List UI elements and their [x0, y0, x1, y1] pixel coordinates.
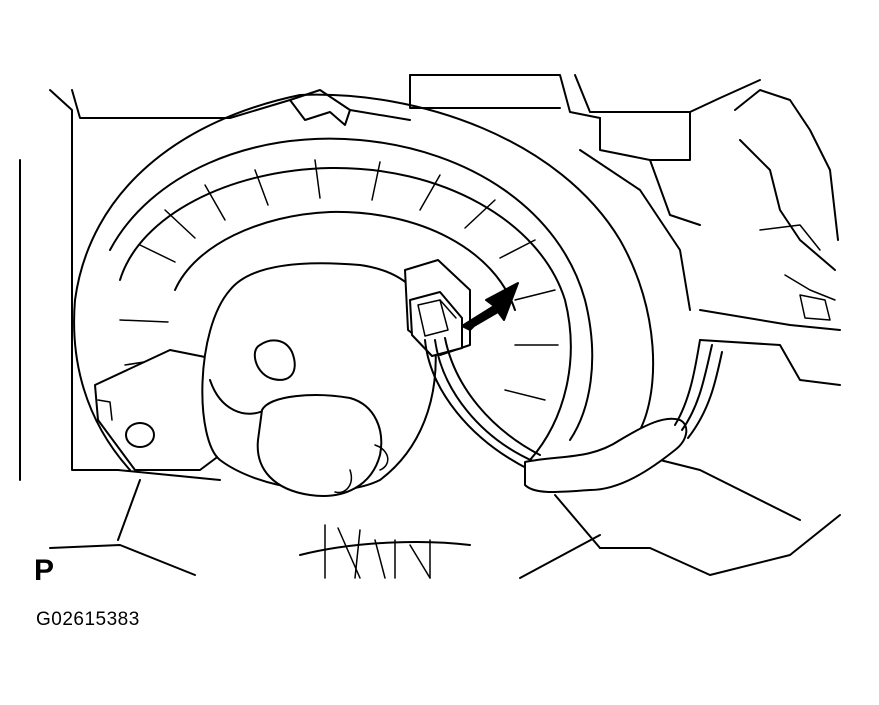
fan-cage	[119, 159, 572, 461]
wire-harness	[404, 259, 723, 494]
figure-code: G02615383	[36, 609, 140, 630]
blower-motor	[201, 262, 437, 497]
part-label: P	[34, 554, 55, 587]
housing-frame	[19, 74, 841, 579]
blower-housing	[73, 93, 655, 471]
pointer-arrow-icon	[461, 282, 519, 331]
lower-housing	[299, 494, 616, 579]
